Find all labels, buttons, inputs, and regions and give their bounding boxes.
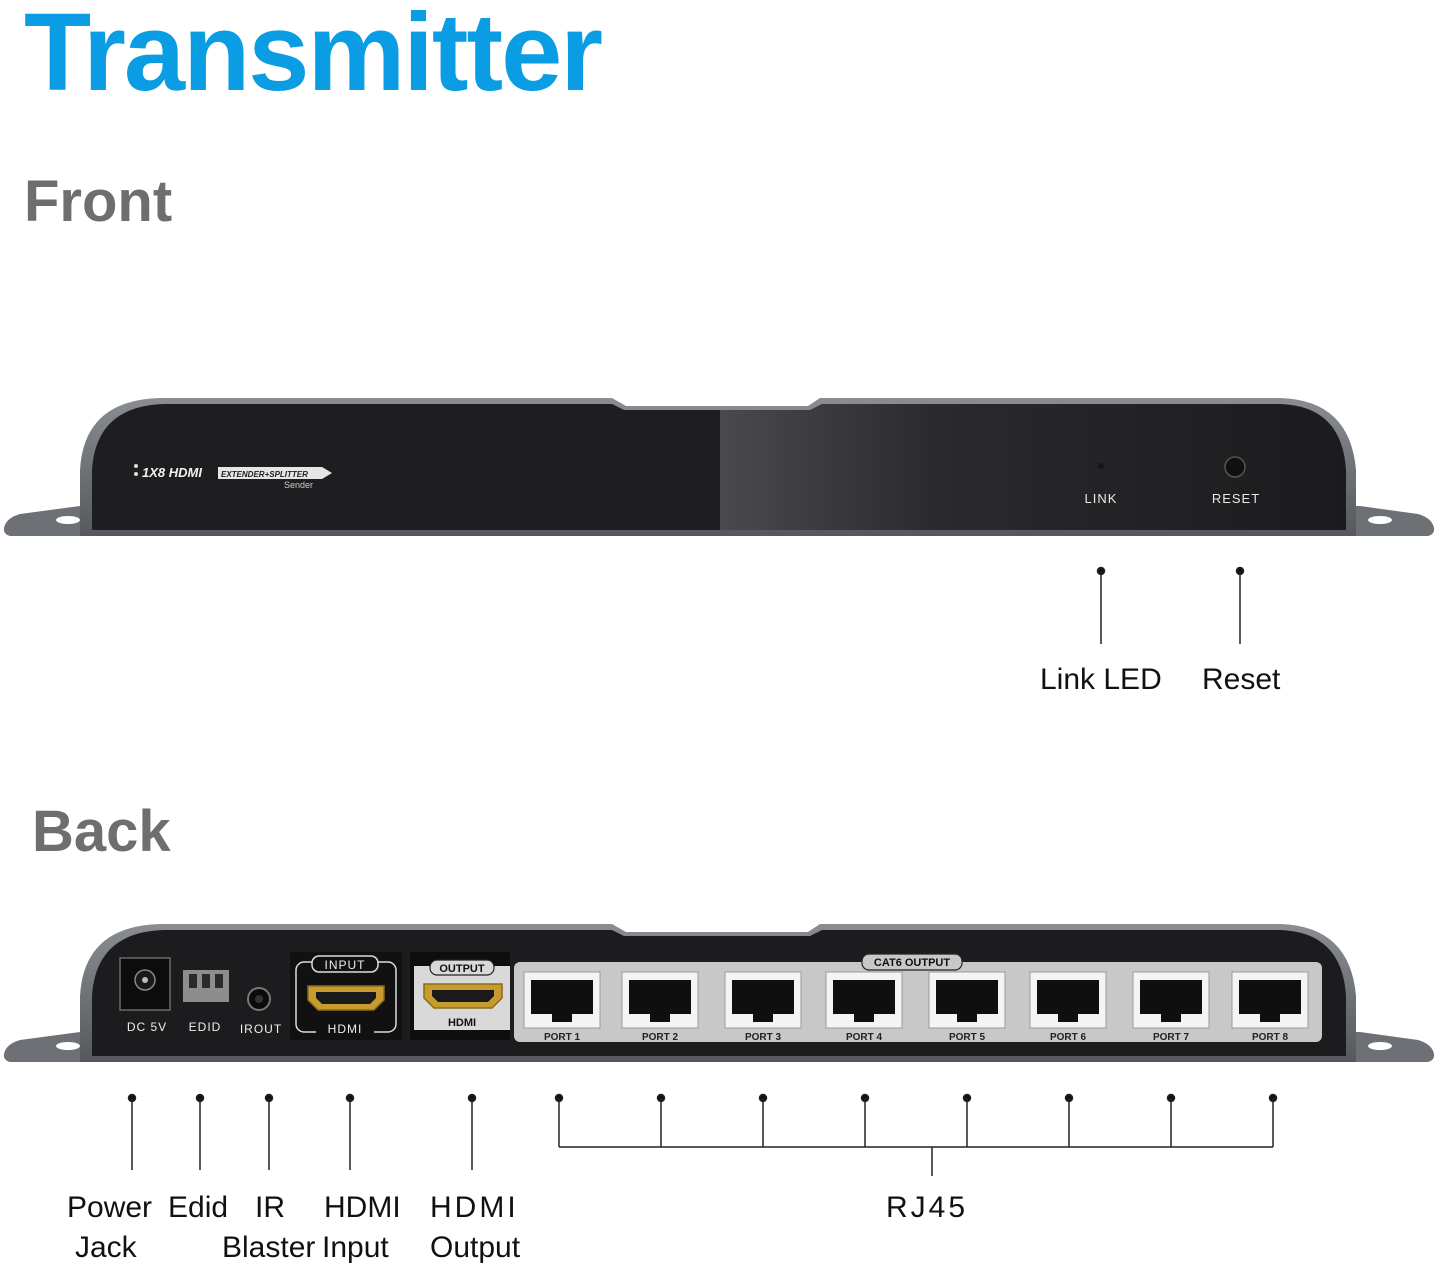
rj45-port-label: PORT 3: [745, 1032, 782, 1043]
hdmi-input-label: HDMI: [328, 1022, 363, 1036]
front-logo-text: 1X8 HDMI: [142, 465, 202, 480]
callout-ir-line1: IR: [255, 1191, 285, 1224]
hdmi-output-tag-box: [429, 959, 495, 976]
hdmi-input-tag: INPUT: [325, 958, 366, 972]
back-left-flange-hole: [56, 1042, 80, 1050]
front-right-flange-hole: [1368, 516, 1392, 524]
rj45-port: PORT 3: [724, 971, 802, 1043]
rj45-port: PORT 7: [1132, 971, 1210, 1043]
edid-label: EDID: [189, 1020, 222, 1034]
back-right-flange: [1350, 1032, 1435, 1062]
dc-label: DC 5V: [127, 1020, 167, 1034]
irout-label: IROUT: [240, 1022, 282, 1036]
rj45-socket-icon: [936, 980, 998, 1022]
callout-ir-line2: Blaster: [222, 1231, 316, 1264]
hdmi-input-hdmi-box: [316, 1022, 374, 1036]
callout-hdmi-output-line1: HDMI: [430, 1191, 519, 1224]
rj45-port-label: PORT 6: [1050, 1032, 1087, 1043]
callout-reset: Reset: [1202, 663, 1281, 696]
logo-dot-icon: [134, 464, 138, 468]
rj45-port: PORT 2: [621, 971, 699, 1043]
front-leaders: [1096, 566, 1245, 644]
cat6-label: CAT6 OUTPUT: [874, 957, 950, 969]
rj45-port: PORT 5: [928, 971, 1006, 1043]
back-right-flange-hole: [1368, 1042, 1392, 1050]
front-reset-label: RESET: [1212, 491, 1260, 506]
callout-hdmi-input-line1: HDMI: [324, 1191, 401, 1224]
front-left-flange: [3, 506, 90, 536]
callout-hdmi-input-line2: Input: [322, 1231, 389, 1264]
rj45-port: PORT 1: [523, 971, 601, 1043]
front-panel-left: [92, 404, 720, 530]
rj45-socket-icon: [629, 980, 691, 1022]
back-left-flange: [3, 1032, 90, 1062]
front-device: 1X8 HDMI EXTENDER+SPLITTER Sender LINK R…: [3, 398, 1435, 536]
back-heading: Back: [32, 799, 171, 864]
front-right-flange: [1350, 506, 1435, 536]
logo-dot-icon: [134, 472, 138, 476]
edid-dip-icon: [215, 974, 223, 988]
callout-edid: Edid: [168, 1191, 229, 1224]
callout-power-line1: Power: [67, 1191, 153, 1224]
hdmi-input-tag-box: [311, 955, 379, 973]
dc-jack-pin-icon: [142, 977, 148, 983]
rj45-port-label: PORT 8: [1252, 1032, 1289, 1043]
rj45-port-label: PORT 5: [949, 1032, 986, 1043]
hdmi-output-socket-icon: [432, 990, 494, 1002]
back-device: DC 5V EDID IROUT INPUT HDMI OUTPUT HDMI …: [3, 924, 1435, 1062]
rj45-port-label: PORT 4: [846, 1032, 883, 1043]
back-leaders: [127, 1093, 1278, 1176]
irout-jack-hole-icon: [255, 995, 263, 1003]
rj45-port-label: PORT 2: [642, 1032, 679, 1043]
front-left-flange-hole: [56, 516, 80, 524]
rj45-socket-icon: [732, 980, 794, 1022]
cat6-tag-box: [861, 953, 963, 971]
callout-rj45: RJ45: [886, 1191, 969, 1224]
reset-button-icon: [1224, 456, 1246, 478]
callout-power-line2: Jack: [75, 1231, 137, 1264]
rj45-socket-icon: [1037, 980, 1099, 1022]
hdmi-output-tag: OUTPUT: [439, 963, 485, 975]
rj45-socket-icon: [1239, 980, 1301, 1022]
rj45-socket-icon: [833, 980, 895, 1022]
rj45-port: PORT 4: [825, 971, 903, 1043]
front-logo-tag-box: [218, 467, 322, 479]
front-logo-sub: Sender: [284, 480, 313, 490]
edid-dip-icon: [202, 974, 210, 988]
callout-hdmi-output-line2: Output: [430, 1231, 521, 1264]
link-led-icon: [1098, 463, 1104, 469]
rj45-socket-icon: [1140, 980, 1202, 1022]
hdmi-output-label: HDMI: [448, 1017, 476, 1029]
rj45-port-label: PORT 7: [1153, 1032, 1190, 1043]
rj45-port-group: PORT 1 PORT 2 PORT 3 PORT 4 PORT 5 PORT 6 PORT…: [523, 971, 1309, 1043]
front-link-label: LINK: [1085, 491, 1118, 506]
hdmi-input-socket-icon: [316, 992, 376, 1004]
logo-arrow-icon: [322, 467, 332, 479]
front-panel-right: [720, 404, 1346, 530]
rj45-port-label: PORT 1: [544, 1032, 581, 1043]
rj45-socket-icon: [531, 980, 593, 1022]
callout-link-led: Link LED: [1040, 663, 1162, 696]
front-heading: Front: [24, 169, 173, 234]
page-title: Transmitter: [24, 0, 603, 114]
rj45-port: PORT 8: [1231, 971, 1309, 1043]
edid-dip-icon: [189, 974, 197, 988]
cat6-plate: [514, 962, 1322, 1042]
front-logo-tag: EXTENDER+SPLITTER: [221, 470, 308, 479]
rj45-port: PORT 6: [1029, 971, 1107, 1043]
